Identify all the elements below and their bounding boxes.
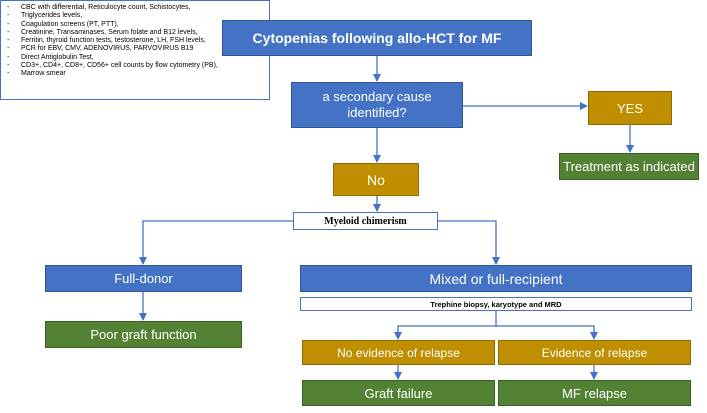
- full-donor-text: Full-donor: [114, 271, 173, 286]
- tests-list-box: CBC with differential, Reticulocyte coun…: [0, 0, 270, 100]
- mixed-recipient-text: Mixed or full-recipient: [429, 270, 563, 287]
- mf-relapse-node: MF relapse: [498, 380, 691, 406]
- graft-failure-node: Graft failure: [302, 380, 495, 406]
- no-evidence-node: No evidence of relapse: [302, 340, 495, 365]
- treatment-node: Treatment as indicated: [559, 153, 699, 180]
- list-item: PCR for EBV, CMV, ADENOVIRUS, PARVOVIRUS…: [5, 45, 265, 54]
- mf-relapse-text: MF relapse: [561, 385, 628, 401]
- list-item: CD3+, CD4+, CD8+, CD56+ cell counts by f…: [5, 62, 265, 71]
- list-item: Coagulation screens (PT, PTT),: [5, 21, 265, 30]
- arrow-trephine-to-no-evidence: [394, 311, 497, 340]
- no-text: No: [367, 171, 385, 188]
- title-text: Cytopenias following allo-HCT for MF: [252, 30, 502, 46]
- mixed-recipient-node: Mixed or full-recipient: [300, 265, 692, 292]
- title-node: Cytopenias following allo-HCT for MF: [222, 20, 532, 56]
- list-item: CBC with differential, Reticulocyte coun…: [5, 4, 265, 13]
- trephine-text: Trephine biopsy, karyotype and MRD: [430, 299, 562, 309]
- poor-graft-text: Poor graft function: [90, 327, 197, 342]
- chimerism-text: Myeloid chimerism: [324, 215, 407, 227]
- yes-text: YES: [616, 100, 643, 116]
- treatment-text: Treatment as indicated: [563, 159, 695, 174]
- arrow-chimerism-to-mixed: [438, 220, 500, 265]
- list-item: Ferritin, thyroid function tests, testos…: [5, 37, 265, 46]
- no-node: No: [333, 163, 419, 196]
- list-item: Marrow smear: [5, 70, 265, 79]
- graft-failure-text: Graft failure: [364, 385, 433, 401]
- decision-node: a secondary cause identified?: [291, 82, 463, 128]
- arrow-chimerism-to-full-donor: [139, 220, 293, 265]
- no-evidence-text: No evidence of relapse: [337, 345, 460, 360]
- list-item: Creatinine, Transaminases, Serum folate …: [5, 29, 265, 38]
- poor-graft-node: Poor graft function: [45, 321, 242, 348]
- list-item: Triglycerides levels,: [5, 12, 265, 21]
- chimerism-node: Myeloid chimerism: [293, 212, 438, 230]
- tests-list: CBC with differential, Reticulocyte coun…: [5, 4, 265, 79]
- trephine-node: Trephine biopsy, karyotype and MRD: [300, 297, 692, 311]
- full-donor-node: Full-donor: [45, 265, 242, 292]
- decision-text: a secondary cause identified?: [322, 89, 432, 120]
- evidence-node: Evidence of relapse: [498, 340, 691, 365]
- evidence-text: Evidence of relapse: [541, 345, 648, 360]
- list-item: Direct Antiglobulin Test,: [5, 54, 265, 63]
- arrow-trephine-to-evidence: [496, 325, 598, 340]
- yes-node: YES: [588, 91, 672, 125]
